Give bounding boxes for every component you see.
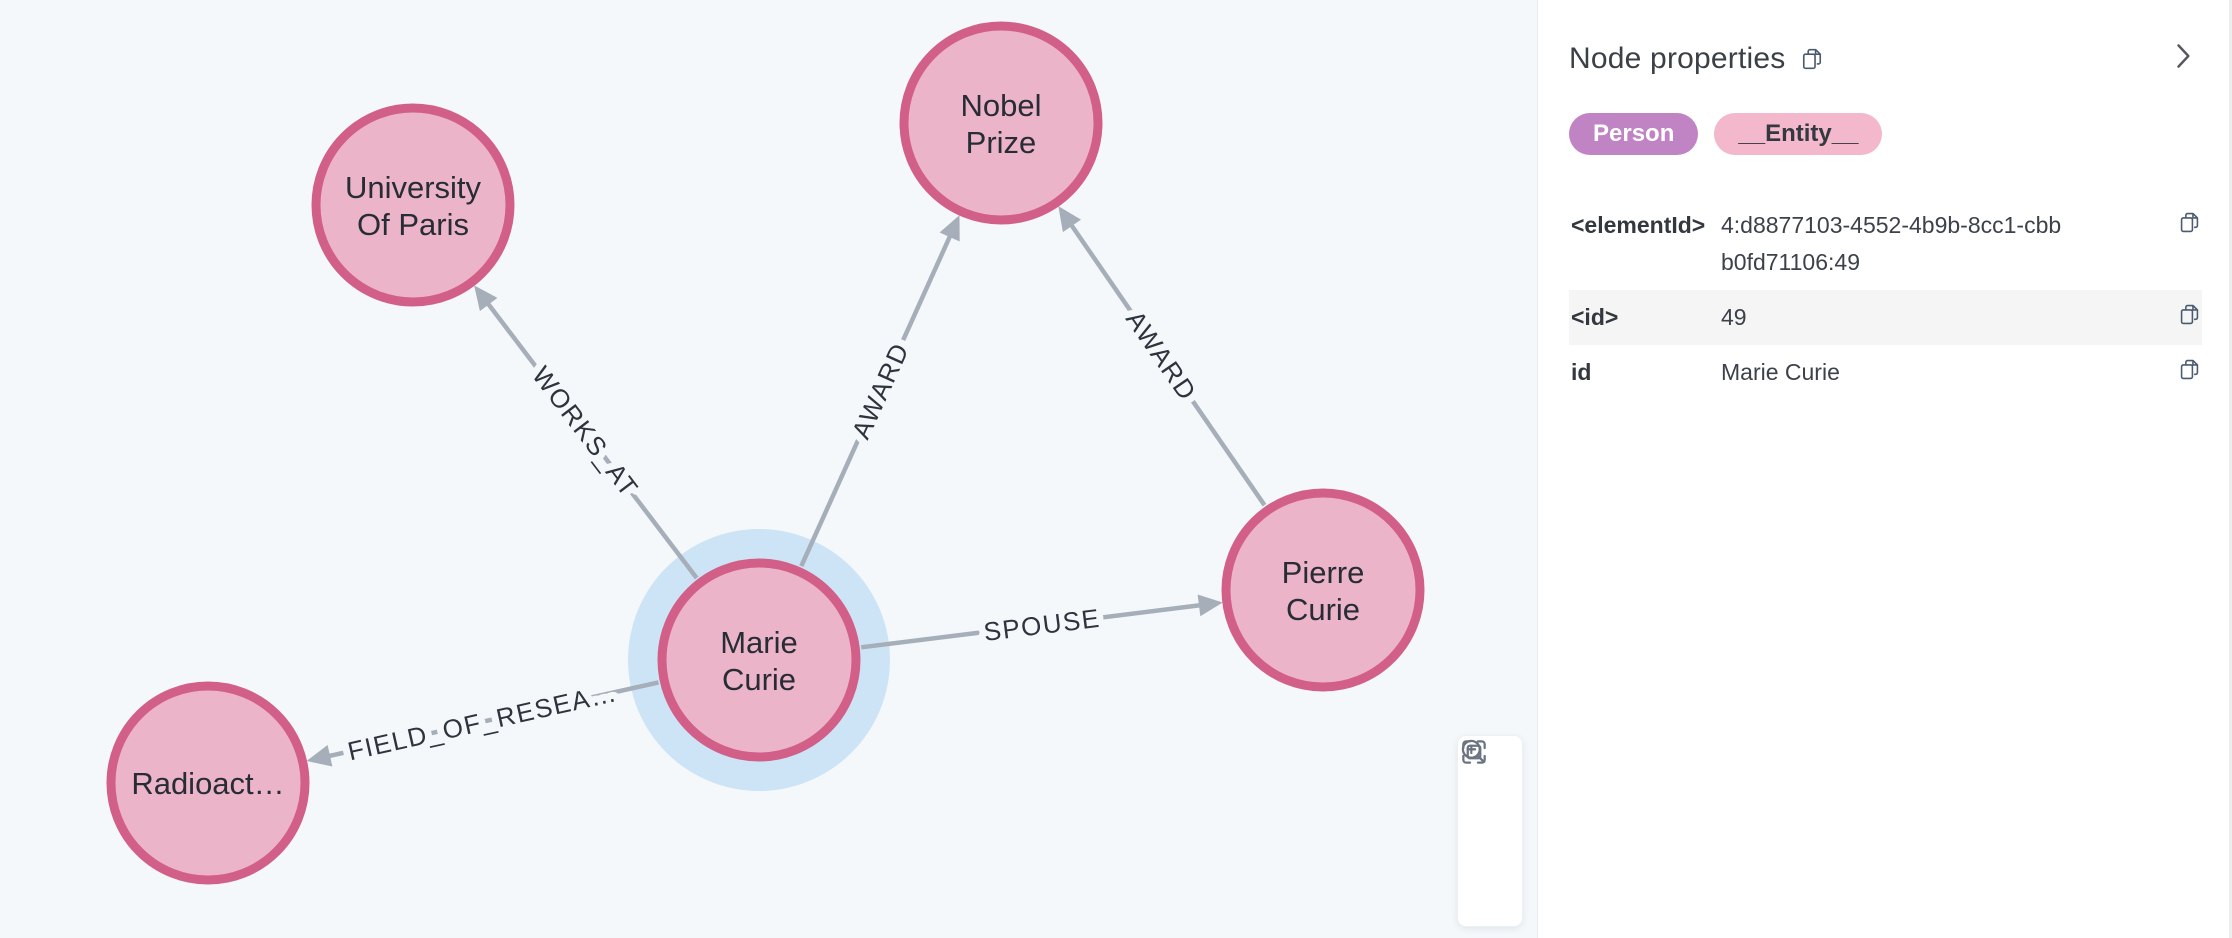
node-circle[interactable] [657,558,861,762]
relationship-label[interactable]: FIELD_OF_RESEA… [338,670,627,773]
copy-icon [1803,48,1822,70]
zoom-out-button[interactable] [1461,739,1510,851]
node-label-badge[interactable]: __Entity__ [1714,113,1883,155]
relationship-line[interactable] [484,299,699,580]
property-key: <id> [1571,304,1619,330]
property-key: <elementId> [1571,212,1706,238]
relationship-line[interactable] [860,602,1204,650]
property-value: 4:d8877103-4552-4b9b-8cc1-cbbb0fd71106:4… [1721,212,2062,275]
relationship-line[interactable] [325,680,659,759]
relationship-arrowhead [306,745,333,767]
relationship-label[interactable]: WORKS_AT [519,354,651,510]
relationship-line[interactable] [799,232,954,568]
copy-value-button[interactable] [2177,302,2202,327]
property-key: id [1571,359,1592,385]
relationship-arrowhead [474,285,498,312]
property-value: Marie Curie [1721,359,1840,385]
relationship-label[interactable]: SPOUSE [975,596,1109,654]
node-caption: Radioact… [131,766,284,801]
property-row: id Marie Curie [1569,345,2202,400]
copy-icon [2180,212,2199,233]
copy-all-properties-button[interactable] [1799,46,1825,72]
property-value: 49 [1721,304,1747,330]
copy-value-button[interactable] [2177,210,2202,235]
relationship-arrowhead [1197,594,1223,617]
chevron-right-icon [2177,44,2190,68]
graph-svg: WORKS_AT AWARD AWARD SPOUSE FIELD_OF_RESEA… U… [106,21,1425,885]
zoom-to-fit-icon [1462,740,1486,764]
node-label-badge[interactable]: Person [1569,113,1699,155]
zoom-to-fit-button[interactable] [1462,740,1510,912]
node-circle[interactable] [1221,488,1425,692]
copy-icon [2180,359,2199,380]
property-row: <id> 49 [1569,290,2202,345]
panel-scroll-edge [2229,0,2232,938]
relationship-line[interactable] [1067,221,1267,507]
collapse-panel-button[interactable] [2164,38,2200,74]
relationship-arrowhead [939,215,960,242]
node-label-badges: Person __Entity__ [1569,113,2202,155]
copy-value-button[interactable] [2177,357,2202,382]
node-properties-panel: Node properties Person __Entity__ <elemen… [1537,0,2232,938]
graph-canvas[interactable]: WORKS_AT AWARD AWARD SPOUSE FIELD_OF_RESEA… U… [0,0,1537,938]
panel-header: Node properties [1569,42,2202,76]
property-row: <elementId> 4:d8877103-4552-4b9b-8cc1-cbb… [1569,198,2202,290]
relationship-label[interactable]: AWARD [839,331,922,451]
panel-title: Node properties [1569,42,1786,75]
zoom-toolbar [1458,736,1522,926]
node-circle[interactable] [106,681,310,885]
graph-node-radioactivity[interactable]: Radioact… [106,681,310,885]
node-circle[interactable] [899,21,1103,225]
node-circle[interactable] [311,103,515,307]
relationship-arrowhead [1058,206,1082,233]
properties-table: <elementId> 4:d8877103-4552-4b9b-8cc1-cbb… [1569,198,2202,400]
relationship-label[interactable]: AWARD [1113,298,1210,413]
copy-icon [2180,304,2199,325]
